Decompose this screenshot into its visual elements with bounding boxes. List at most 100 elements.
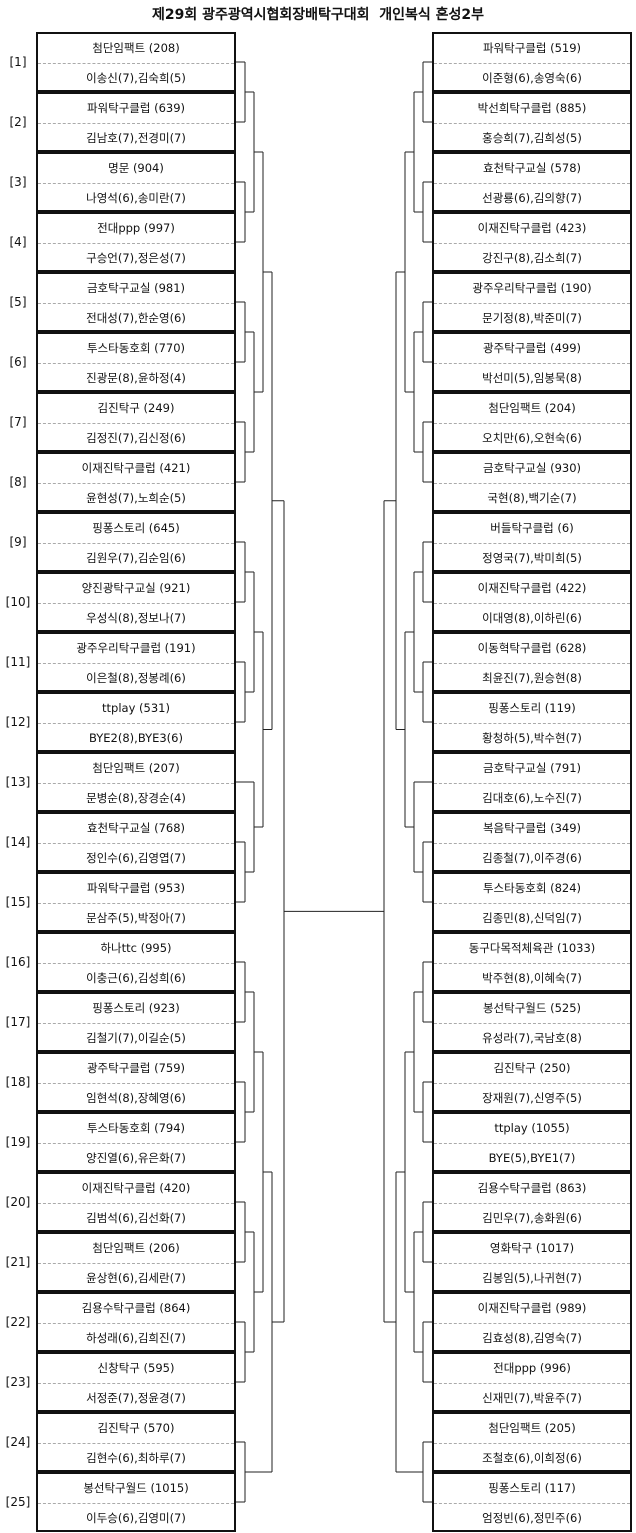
team-name: 핑퐁스토리 (119)	[488, 701, 576, 715]
entry-box: 첨단임팩트 (205)조철호(6),이희정(6)	[432, 1412, 632, 1472]
entry-box: 김진탁구 (570)김현수(6),최하루(7)	[36, 1412, 236, 1472]
entry-box: 이재진탁구클럽 (422) 이대영(8),이하린(6)	[432, 572, 632, 632]
team-name: 광주우리탁구클럽 (191)	[76, 641, 196, 655]
player-names: 박주현(8),이혜숙(7)	[434, 963, 630, 992]
player-names: 문삼주(5),박정아(7)	[38, 903, 234, 932]
team-name: 금호탁구교실 (930)	[482, 461, 582, 475]
seed-number: [15]	[5, 895, 31, 909]
player-names: 이준형(6),송영숙(6)	[434, 63, 630, 92]
player-names: 우성식(8),정보나(7)	[38, 603, 234, 632]
entry-box: 이재진탁구클럽 (420)김범석(6),김선화(7)	[36, 1172, 236, 1232]
entry-box: 양진광탁구교실 (921) 우성식(8),정보나(7)	[36, 572, 236, 632]
team-name: 김진탁구 (570)	[97, 1421, 175, 1435]
team-name: 효천탁구교실 (768)	[86, 821, 186, 835]
entry-box: 명문 (904) 나영석(6),송미란(7)	[36, 152, 236, 212]
team-name: 금호탁구교실 (981)	[86, 281, 186, 295]
team-name: 파워탁구클럽 (639)	[86, 101, 186, 115]
player-names: 장재원(7),신영주(5)	[434, 1083, 630, 1112]
player-names: 이송신(7),김숙희(5)	[38, 63, 234, 92]
entry-box: 파워탁구클럽 (519)이준형(6),송영숙(6)	[432, 32, 632, 92]
entry-box: 첨단임팩트 (208)이송신(7),김숙희(5)	[36, 32, 236, 92]
team-name: 광주탁구클럽 (759)	[86, 1061, 186, 1075]
seed-number: [12]	[5, 715, 31, 729]
entry-box: 봉선탁구월드 (525)유성라(7),국남호(8)	[432, 992, 632, 1052]
entry-box: 김용수탁구클럽 (864)하성래(6),김희진(7)	[36, 1292, 236, 1352]
seed-number: [8]	[9, 475, 27, 489]
entry-box: 광주우리탁구클럽 (190) 문기정(8),박준미(7)	[432, 272, 632, 332]
seed-number: [9]	[9, 535, 27, 549]
player-names: 이대영(8),이하린(6)	[434, 603, 630, 632]
team-name: ttplay (531)	[102, 701, 170, 715]
team-name: 이재진탁구클럽 (422)	[477, 581, 587, 595]
entry-box: 첨단임팩트 (204)오치만(6),오현숙(6)	[432, 392, 632, 452]
team-name: 투스타동호회 (770)	[86, 341, 186, 355]
entry-box: 파워탁구클럽 (953) 문삼주(5),박정아(7)	[36, 872, 236, 932]
player-names: 서정준(7),정윤경(7)	[38, 1383, 234, 1412]
player-names: 윤상현(6),김세란(7)	[38, 1263, 234, 1292]
player-names: 유성라(7),국남호(8)	[434, 1023, 630, 1052]
team-name: 하나ttc (995)	[100, 941, 172, 955]
entry-box: 첨단임팩트 (206) 윤상현(6),김세란(7)	[36, 1232, 236, 1292]
player-names: 구승언(7),정은성(7)	[38, 243, 234, 272]
entry-box: 핑퐁스토리 (923)김철기(7),이길순(5)	[36, 992, 236, 1052]
seed-number: [2]	[9, 115, 27, 129]
seed-number: [4]	[9, 235, 27, 249]
team-name: 전대ppp (997)	[97, 221, 175, 235]
player-names: 최윤진(7),원승현(8)	[434, 663, 630, 692]
team-name: 김진탁구 (250)	[493, 1061, 571, 1075]
seed-number: [18]	[5, 1075, 31, 1089]
player-names: 박선미(5),임봉묵(8)	[434, 363, 630, 392]
page-title: 제29회 광주광역시협회장배탁구대회 개인복식 혼성2부	[151, 7, 485, 23]
entry-box: 첨단임팩트 (207)문병순(8),장경순(4)	[36, 752, 236, 812]
team-name: 김진탁구 (249)	[97, 401, 175, 415]
seed-number: [10]	[5, 595, 31, 609]
player-names: 김종민(8),신덕임(7)	[434, 903, 630, 932]
entry-box: 파워탁구클럽 (639)김남호(7),전경미(7)	[36, 92, 236, 152]
team-name: 투스타동호회 (794)	[86, 1121, 186, 1135]
entry-box: 광주탁구클럽 (499)박선미(5),임봉묵(8)	[432, 332, 632, 392]
entry-box: 봉선탁구월드 (1015)이두승(6),김영미(7)	[36, 1472, 236, 1532]
entry-box: 전대ppp (996) 신재민(7),박윤주(7)	[432, 1352, 632, 1412]
seed-number: [23]	[5, 1375, 31, 1389]
entry-box: ttplay (1055)BYE(5),BYE1(7)	[432, 1112, 632, 1172]
team-name: 광주우리탁구클럽 (190)	[472, 281, 592, 295]
seed-number: [25]	[5, 1495, 31, 1509]
player-names: 김철기(7),이길순(5)	[38, 1023, 234, 1052]
player-names: BYE2(8),BYE3(6)	[38, 723, 234, 752]
player-names: 김효성(8),김영숙(7)	[434, 1323, 630, 1352]
seed-number: [5]	[9, 295, 27, 309]
player-names: 문기정(8),박준미(7)	[434, 303, 630, 332]
entry-box: 김진탁구 (249)김정진(7),김신정(6)	[36, 392, 236, 452]
player-names: 신재민(7),박윤주(7)	[434, 1383, 630, 1412]
player-names: 홍승희(7),김희성(5)	[434, 123, 630, 152]
player-names: 이두승(6),김영미(7)	[38, 1503, 234, 1532]
team-name: 파워탁구클럽 (953)	[86, 881, 186, 895]
entry-box: 전대ppp (997) 구승언(7),정은성(7)	[36, 212, 236, 272]
entry-box: 영화탁구 (1017)김봉임(5),나귀현(7)	[432, 1232, 632, 1292]
seed-number: [22]	[5, 1315, 31, 1329]
player-names: 정인수(6),김영엽(7)	[38, 843, 234, 872]
team-name: ttplay (1055)	[494, 1121, 570, 1135]
team-name: 복음탁구클럽 (349)	[482, 821, 582, 835]
entry-box: 김용수탁구클럽 (863)김민우(7),송화원(6)	[432, 1172, 632, 1232]
team-name: 양진광탁구교실 (921)	[81, 581, 191, 595]
seed-number: [21]	[5, 1255, 31, 1269]
player-names: 문병순(8),장경순(4)	[38, 783, 234, 812]
player-names: 김원우(7),김순임(6)	[38, 543, 234, 572]
player-names: 전대성(7),한순영(6)	[38, 303, 234, 332]
player-names: 강진구(8),김소희(7)	[434, 243, 630, 272]
team-name: 첨단임팩트 (206)	[92, 1241, 180, 1255]
player-names: 나영석(6),송미란(7)	[38, 183, 234, 212]
team-name: 전대ppp (996)	[493, 1361, 571, 1375]
team-name: 핑퐁스토리 (645)	[92, 521, 180, 535]
seed-number: [3]	[9, 175, 27, 189]
player-names: 김봉임(5),나귀현(7)	[434, 1263, 630, 1292]
entry-box: 박선희탁구클럽 (885)홍승희(7),김희성(5)	[432, 92, 632, 152]
team-name: 명문 (904)	[108, 161, 164, 175]
seed-number: [11]	[5, 655, 31, 669]
entry-box: 광주우리탁구클럽 (191)이은철(8),정봉례(6)	[36, 632, 236, 692]
entry-box: 효천탁구교실 (768) 정인수(6),김영엽(7)	[36, 812, 236, 872]
player-names: 양진열(6),유은화(7)	[38, 1143, 234, 1172]
seed-number: [16]	[5, 955, 31, 969]
